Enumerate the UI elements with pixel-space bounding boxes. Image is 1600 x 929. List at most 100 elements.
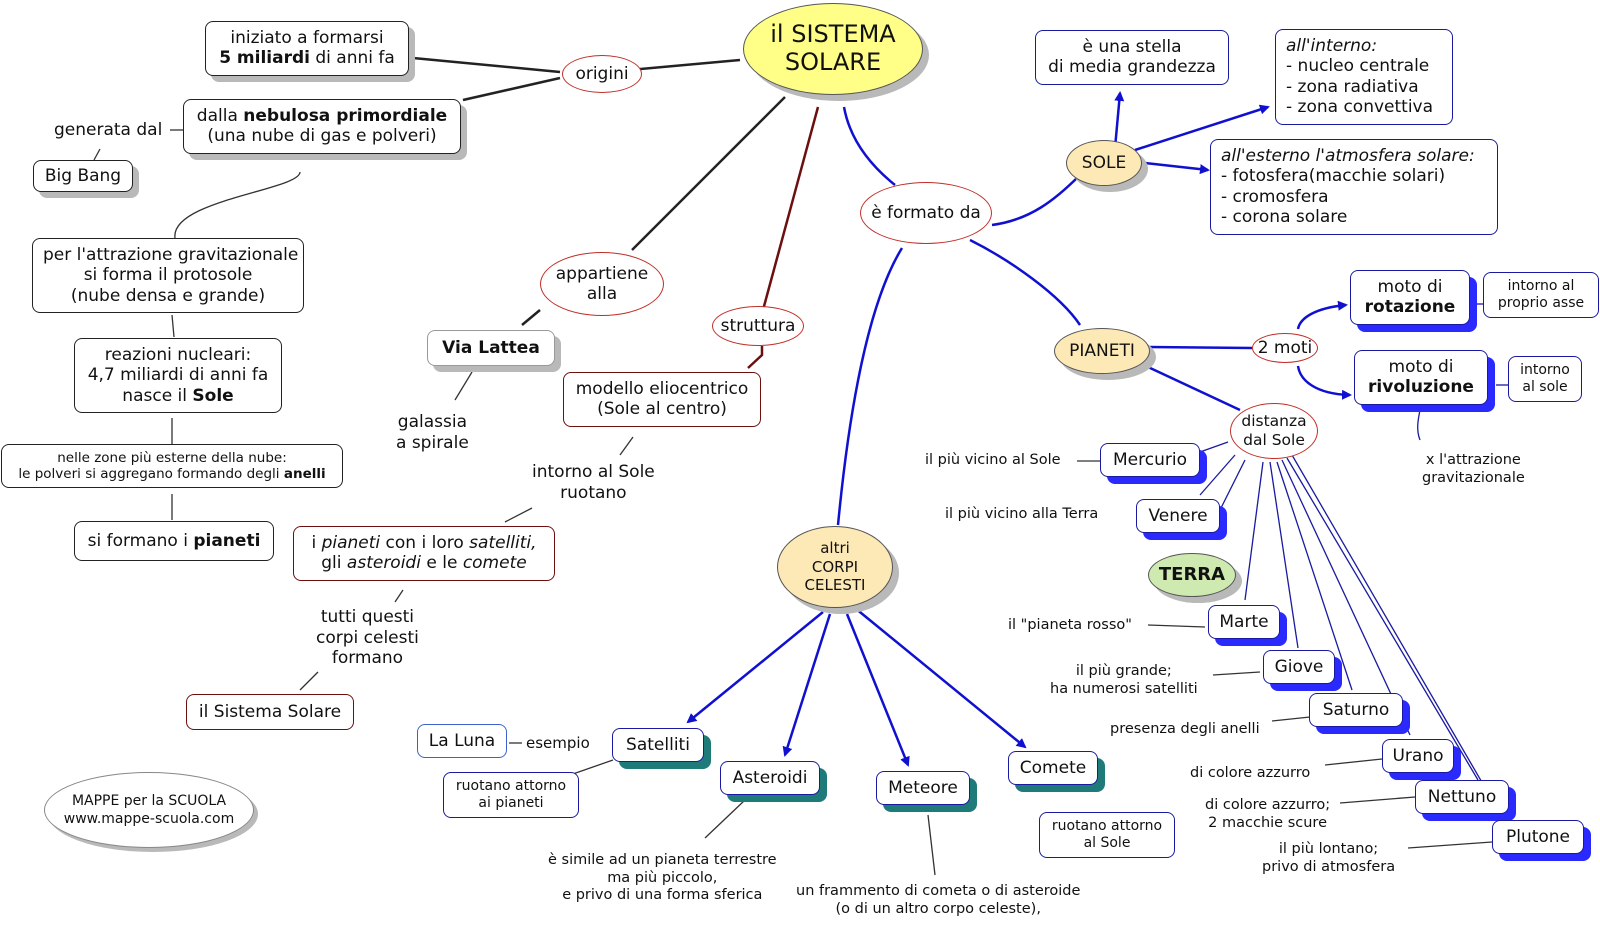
desc-plutone2: privo di atmosfera — [1262, 858, 1396, 875]
asse-box[interactable]: intorno al proprio asse — [1483, 272, 1599, 318]
big-bang-label: Big Bang — [44, 166, 122, 186]
main-topic-line1: il SISTEMA — [770, 20, 896, 49]
altri-corpi-ellipse[interactable]: altri CORPI CELESTI — [777, 526, 893, 608]
struttura-ellipse[interactable]: struttura — [712, 306, 804, 346]
iniziato-box[interactable]: iniziato a formarsi 5 miliardi di anni f… — [205, 21, 409, 76]
reazioni-box[interactable]: reazioni nucleari: 4,7 miliardi di anni … — [74, 338, 282, 414]
alsole-box[interactable]: intorno al sole — [1508, 356, 1582, 402]
esempio-label: esempio — [526, 734, 590, 752]
meteore-box[interactable]: Meteore — [876, 771, 970, 806]
planet-urano[interactable]: Urano — [1382, 739, 1454, 774]
desc-plutone1: il più lontano; — [1278, 841, 1379, 857]
main-topic-line2: SOLARE — [784, 48, 882, 76]
altri-line2: CORPI — [811, 557, 859, 576]
nebulosa-bold: nebulosa primordiale — [243, 106, 448, 126]
rivoluzione-line1: moto di — [1388, 357, 1454, 377]
ipianeti-d: satelliti, — [469, 533, 537, 553]
luna-label: La Luna — [428, 731, 496, 751]
sistema-solare-box[interactable]: il Sistema Solare — [186, 694, 354, 731]
attrazione-line1: per l'attrazione gravitazionale — [43, 245, 299, 265]
pianeti-form-box[interactable]: si formano i pianeti — [74, 521, 274, 562]
desc-plutone: il più lontano; privo di atmosfera — [1262, 841, 1395, 876]
asteroidi-box[interactable]: Asteroidi — [720, 761, 820, 796]
via-lattea-box[interactable]: Via Lattea — [427, 330, 555, 367]
pianeti-form-pre: si formano i — [87, 531, 194, 551]
big-bang-box[interactable]: Big Bang — [33, 160, 133, 193]
zone-box[interactable]: nelle zone più esterne della nube: le po… — [1, 444, 343, 489]
ipianeti-h: comete — [462, 553, 527, 574]
via-lattea-label: Via Lattea — [442, 338, 540, 358]
ast-desc-line2: ma più piccolo, — [607, 869, 718, 886]
interno-title: all'interno: — [1286, 36, 1378, 56]
stella-box[interactable]: è una stella di media grandezza — [1035, 30, 1229, 85]
planet-giove[interactable]: Giove — [1263, 650, 1335, 685]
attrazione-line2: si forma il protosole — [83, 265, 253, 286]
attrazione-box[interactable]: per l'attrazione gravitazionale si forma… — [32, 238, 304, 314]
mappe-ellipse[interactable]: MAPPE per la SCUOLA www.mappe-scuola.com — [44, 772, 254, 848]
modello-line1: modello eliocentrico — [575, 379, 749, 399]
planet-saturno[interactable]: Saturno — [1309, 693, 1403, 728]
intorno-sole-label: intorno al Sole ruotano — [532, 462, 655, 503]
luna-box[interactable]: La Luna — [417, 724, 507, 759]
ipianeti-c: con i loro — [380, 533, 470, 553]
asse-line1: intorno al — [1507, 278, 1575, 294]
rotazione-box[interactable]: moto di rotazione — [1350, 270, 1470, 325]
interno-box[interactable]: all'interno: - nucleo centrale - zona ra… — [1275, 29, 1453, 125]
rivoluzione-bold: rivoluzione — [1368, 377, 1474, 398]
planet-venere[interactable]: Venere — [1136, 499, 1220, 534]
origini-label: origini — [575, 63, 629, 84]
formato-ellipse[interactable]: è formato da — [860, 182, 992, 244]
planet-saturno-label: Saturno — [1322, 700, 1390, 720]
pianeti-ellipse[interactable]: PIANETI — [1054, 328, 1150, 374]
esterno-title: all'esterno l'atmosfera solare: — [1221, 146, 1475, 166]
main-topic-ellipse[interactable]: il SISTEMA SOLARE — [743, 3, 923, 95]
iniziato-rest: di anni fa — [309, 48, 395, 69]
sole-label: SOLE — [1081, 152, 1127, 173]
distanza-line2: dal Sole — [1243, 431, 1305, 449]
rivoluzione-box[interactable]: moto di rivoluzione — [1354, 350, 1488, 405]
ast-desc-line1: è simile ad un pianeta terrestre — [548, 852, 777, 868]
planet-nettuno[interactable]: Nettuno — [1415, 780, 1509, 815]
sat-desc-line1: ruotano attorno — [455, 778, 567, 794]
pianeti-form-bold: pianeti — [193, 531, 261, 551]
desc-marte: il "pianeta rosso" — [1008, 617, 1132, 633]
xattr-label: x l'attrazione gravitazionale — [1422, 452, 1525, 487]
sat-desc-line2: ai pianeti — [478, 794, 544, 811]
satelliti-box[interactable]: Satelliti — [612, 728, 704, 763]
esterno-box[interactable]: all'esterno l'atmosfera solare: - fotosf… — [1210, 139, 1498, 235]
ipianeti-box[interactable]: i pianeti con i loro satelliti, gli aste… — [293, 526, 555, 581]
distanza-ellipse[interactable]: distanza dal Sole — [1230, 403, 1318, 459]
ipianeti-g: e le — [420, 553, 463, 574]
sat-desc-box[interactable]: ruotano attorno ai pianeti — [443, 772, 579, 818]
generata-label: generata dal — [54, 120, 163, 140]
com-desc-box[interactable]: ruotano attorno al Sole — [1039, 812, 1175, 858]
planet-mercurio[interactable]: Mercurio — [1100, 443, 1200, 478]
distanza-line1: distanza — [1241, 412, 1307, 431]
planet-plutone[interactable]: Plutone — [1492, 820, 1584, 855]
nebulosa-box[interactable]: dalla nebulosa primordiale (una nube di … — [183, 99, 461, 154]
sole-ellipse[interactable]: SOLE — [1066, 140, 1142, 186]
origini-ellipse[interactable]: origini — [562, 55, 642, 93]
desc-nettuno: di colore azzurro; 2 macchie scure — [1205, 797, 1330, 832]
modello-box[interactable]: modello eliocentrico (Sole al centro) — [563, 372, 761, 427]
planet-terra[interactable]: TERRA — [1148, 553, 1236, 597]
esterno-i2: - cromosfera — [1221, 186, 1329, 207]
due-moti-ellipse[interactable]: 2 moti — [1252, 333, 1318, 363]
ipianeti-f: asteroidi — [346, 553, 421, 574]
comete-box[interactable]: Comete — [1008, 751, 1098, 786]
planet-venere-label: Venere — [1148, 506, 1208, 526]
planet-marte[interactable]: Marte — [1208, 605, 1280, 640]
pianeti-label: PIANETI — [1069, 340, 1135, 361]
desc-mercurio: il più vicino al Sole — [925, 452, 1061, 468]
desc-giove: il più grande; ha numerosi satelliti — [1050, 663, 1198, 698]
galassia-line2: a spirale — [396, 432, 469, 453]
iniziato-line1: iniziato a formarsi — [230, 28, 384, 48]
ipianeti-b: pianeti — [321, 533, 381, 553]
due-moti-label: 2 moti — [1257, 337, 1313, 358]
planet-plutone-label: Plutone — [1505, 827, 1571, 847]
com-desc-line2: al Sole — [1083, 834, 1131, 851]
desc-saturno: presenza degli anelli — [1110, 721, 1260, 737]
desc-urano: di colore azzurro — [1190, 765, 1311, 781]
appartiene-ellipse[interactable]: appartiene alla — [540, 252, 664, 316]
